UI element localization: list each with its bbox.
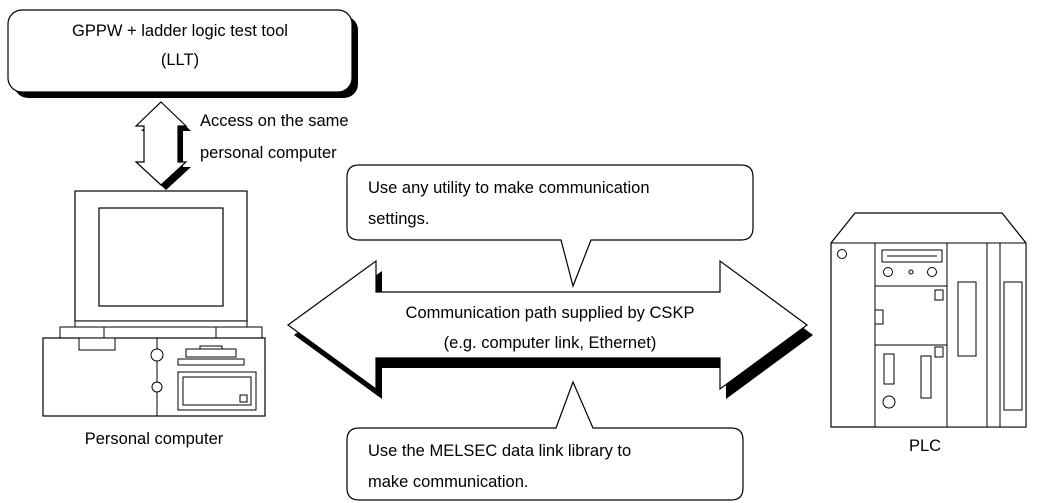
- comm-path-line2: (e.g. computer link, Ethernet): [444, 334, 657, 352]
- communication-path-arrow-icon: [286, 259, 813, 399]
- pc-label: Personal computer: [85, 430, 224, 448]
- access-arrow-icon: [134, 101, 191, 190]
- personal-computer-icon: [42, 190, 266, 417]
- tool-box-subtitle: (LLT): [161, 51, 199, 69]
- callout-top-line1: Use any utility to make communication: [368, 179, 650, 197]
- comm-path-line1: Communication path supplied by CSKP: [406, 304, 695, 322]
- callout-top: Use any utility to make communication se…: [346, 164, 754, 288]
- plc-icon: [830, 212, 1027, 428]
- callout-bottom: Use the MELSEC data link library to make…: [346, 380, 744, 501]
- tool-box-title: GPPW + ladder logic test tool: [72, 22, 288, 40]
- plc-label: PLC: [909, 437, 941, 455]
- callout-bottom-line1: Use the MELSEC data link library to: [368, 442, 631, 460]
- callout-bottom-line2: make communication.: [368, 473, 528, 491]
- tool-box: GPPW + ladder logic test tool (LLT): [7, 9, 358, 98]
- access-label-line2: personal computer: [200, 144, 337, 162]
- access-label-line1: Access on the same: [200, 112, 349, 130]
- callout-top-line2: settings.: [368, 210, 429, 228]
